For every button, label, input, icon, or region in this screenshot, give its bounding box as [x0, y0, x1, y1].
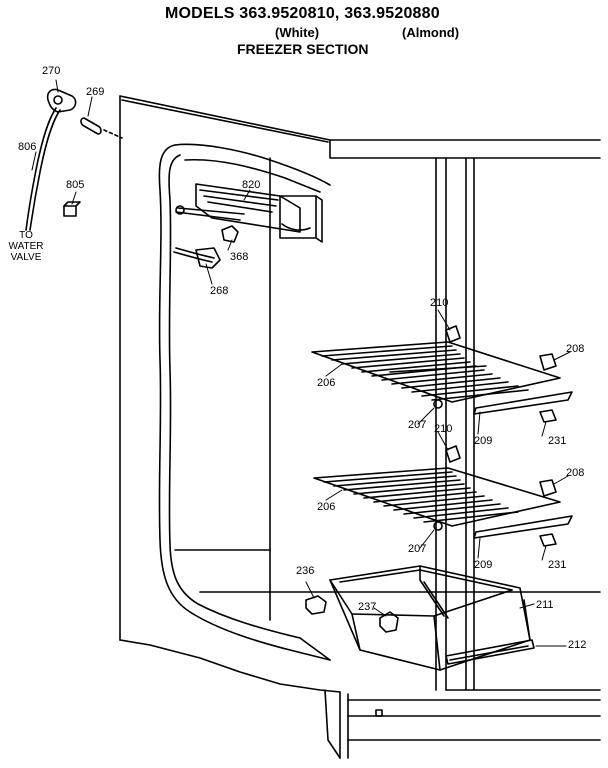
label-to-water-line1: TO	[19, 230, 33, 241]
label-805: 805	[66, 179, 85, 191]
label-208-upper: 208	[566, 343, 585, 355]
label-270: 270	[42, 65, 61, 77]
shutoff-arm	[173, 247, 221, 269]
label-237: 237	[358, 601, 377, 613]
label-269: 269	[86, 86, 105, 98]
label-207-lower: 207	[408, 543, 427, 555]
inner-liner	[158, 143, 601, 661]
label-209-lower: 209	[474, 559, 493, 571]
section-title: FREEZER SECTION	[237, 41, 369, 57]
label-to-water-valve: TO WATER VALVE	[4, 230, 48, 263]
right-wall-rails	[435, 157, 601, 691]
label-806: 806	[18, 141, 37, 153]
label-209-upper: 209	[474, 435, 493, 447]
label-268: 268	[210, 285, 229, 297]
freezer-basket	[305, 565, 535, 671]
models-title: MODELS 363.9520810, 363.9520880	[165, 5, 440, 22]
label-820: 820	[242, 179, 261, 191]
color-almond-label: (Almond)	[402, 25, 460, 40]
label-211: 211	[536, 599, 554, 611]
label-231-lower: 231	[548, 559, 567, 571]
label-210-upper: 210	[430, 297, 449, 309]
label-208-lower: 208	[566, 467, 585, 479]
label-206-upper: 206	[317, 377, 336, 389]
water-supply-line	[25, 88, 123, 231]
label-to-water-line2: WATER	[8, 241, 44, 252]
lower-shelf	[313, 445, 573, 547]
label-206-lower: 206	[317, 501, 336, 513]
label-to-water-line3: VALVE	[10, 252, 42, 263]
upper-shelf	[311, 325, 573, 423]
label-207-upper: 207	[408, 419, 427, 431]
label-210-lower: 210	[434, 423, 453, 435]
color-white-label: (White)	[275, 25, 320, 40]
leader-lines	[31, 79, 571, 647]
label-212: 212	[568, 639, 587, 651]
icemaker-assembly	[175, 183, 323, 243]
label-368: 368	[230, 251, 249, 263]
label-236: 236	[296, 565, 315, 577]
cabinet-frame	[119, 95, 601, 759]
label-231-upper: 231	[548, 435, 567, 447]
